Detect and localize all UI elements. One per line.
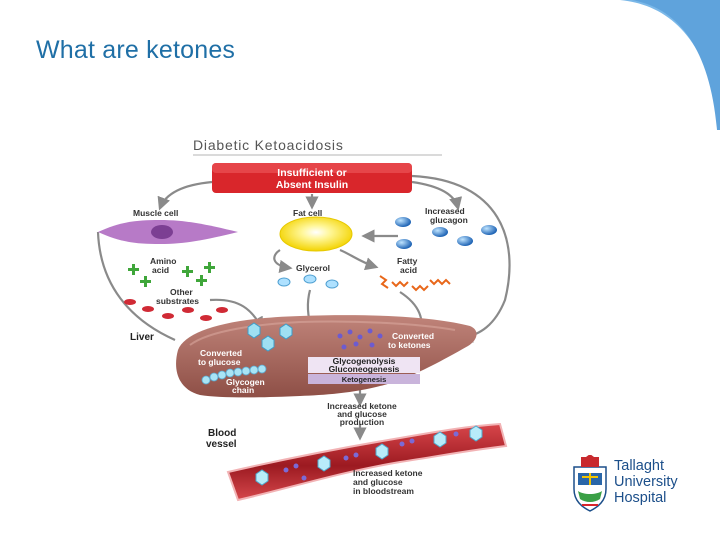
glycogen-chain-label-2: chain [232,385,254,395]
other-substrates-label-2: substrates [156,296,199,306]
fat-cell-label: Fat cell [293,208,322,218]
glucagon-molecules [395,217,497,249]
fatty-acid-label-1: Fatty [397,256,418,266]
bloodstream-label-3: in bloodstream [353,486,414,496]
corner-decoration [620,0,720,130]
glycerol-molecules [277,274,339,289]
substrate-molecules [124,299,228,321]
amino-acid-label-1: Amino [150,256,176,266]
glucagon-label-2: glucagon [430,215,468,225]
diagram-title: Diabetic Ketoacidosis [193,137,344,153]
ketone-molecules-liver [337,328,383,350]
production-label-3: production [340,417,384,427]
insulin-box-line1: Insufficient or [277,167,346,179]
glycogenolysis-label: Glycogenolysis [333,356,396,366]
fatty-acid-label-2: acid [400,265,417,275]
liver-label: Liver [130,332,154,343]
logo-line-1: Tallaght [614,458,664,474]
glycerol-label: Glycerol [296,263,330,273]
bloodstream-label-2: and glucose [353,477,403,487]
blood-vessel-label-2: vessel [206,439,237,450]
converted-to-ketones-label-2: to ketones [388,340,431,350]
crest-icon [573,455,607,512]
production-label-2: and glucose [337,409,387,419]
amino-acid-molecules [128,262,215,287]
hospital-logo [573,455,607,512]
insulin-box: Insufficient or Absent Insulin [212,163,412,193]
fatty-acid-chains [379,275,451,292]
glycogen-chain [201,364,267,385]
gluconeogenesis-label: Gluconeogenesis [329,364,400,374]
amino-acid-label-2: acid [152,265,169,275]
logo-line-2: University [614,474,678,490]
production-label-1: Increased ketone [327,401,397,411]
hospital-logo-text: Tallaght University Hospital [614,458,678,506]
muscle-cell [98,220,238,244]
converted-to-ketones-label-1: Converted [392,331,434,341]
other-substrates-label-1: Other [170,287,193,297]
converted-to-glucose-label-2: to glucose [198,357,241,367]
slide-title: What are ketones [36,36,236,64]
glycogen-chain-label-1: Glycogen [226,377,265,387]
ketogenesis-box [308,374,420,384]
ketogenesis-label: Ketogenesis [342,375,387,384]
bloodstream-label-1: Increased ketone [353,468,423,478]
glucagon-label-1: Increased [425,206,465,216]
insulin-box-line2: Absent Insulin [276,179,348,191]
logo-line-3: Hospital [614,490,667,506]
glucose-molecules-vessel [255,425,483,486]
fat-cell [279,216,353,252]
glycogenolysis-box [308,357,420,373]
converted-to-glucose-label-1: Converted [200,348,242,358]
ketone-molecules-vessel [283,431,459,481]
blood-vessel-label-1: Blood [208,428,236,439]
glucose-molecules-liver [247,322,293,352]
liver-highlight [189,320,456,346]
muscle-cell-label: Muscle cell [133,208,178,218]
